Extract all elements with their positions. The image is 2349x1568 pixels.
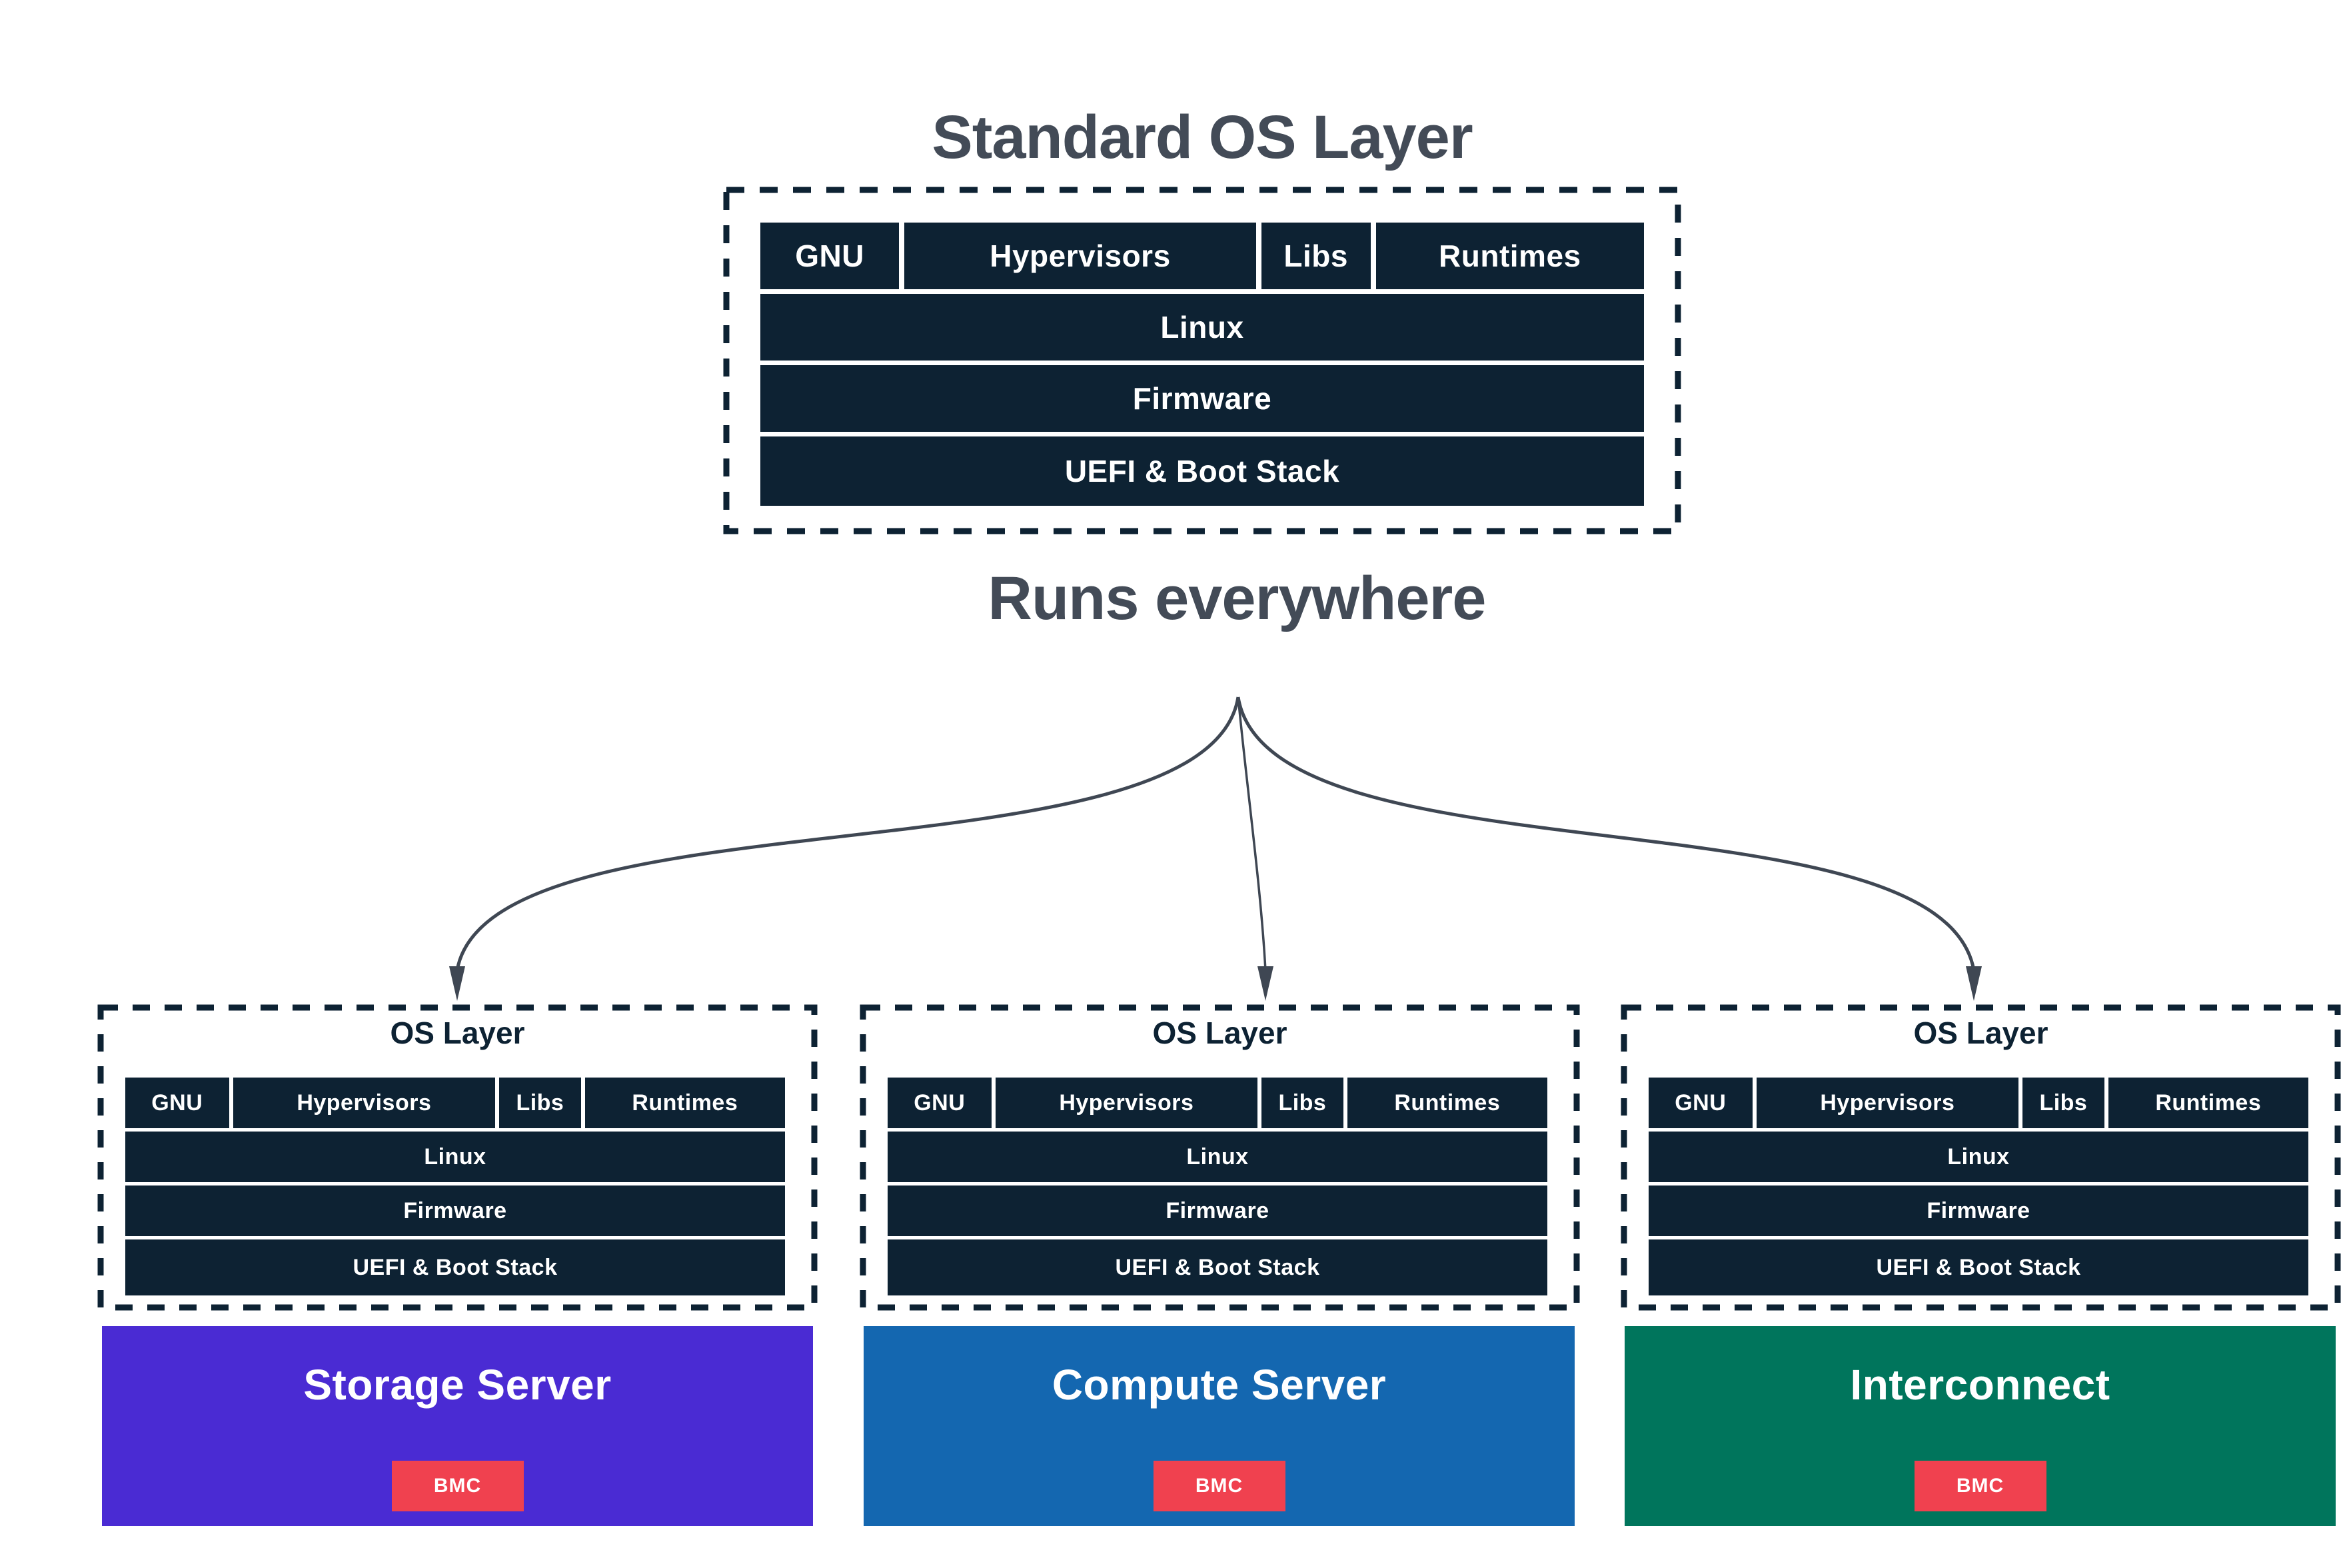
storage-server-box: Storage Server BMC [102,1326,813,1526]
compute-server-title: Compute Server [1052,1361,1387,1409]
os-stack-layer-linux: Linux [125,1132,785,1182]
os-stack-top-row: GNU Hypervisors Libs Runtimes [125,1078,785,1128]
arrow-to-interconnect-icon [1236,696,1976,971]
os-stack-cell-hypervisors: Hypervisors [995,1078,1258,1128]
os-stack-top-row: GNU Hypervisors Libs Runtimes [1649,1078,2308,1128]
os-stack-top-row: GNU Hypervisors Libs Runtimes [888,1078,1547,1128]
os-stack-layer-firmware: Firmware [888,1185,1547,1236]
os-stack-cell-gnu: GNU [1649,1078,1753,1128]
os-stack-layer-linux: Linux [760,294,1644,361]
standard-os-layer-title: Standard OS Layer [932,103,1473,171]
os-stack-interconnect: GNU Hypervisors Libs Runtimes Linux Firm… [1649,1078,2308,1295]
os-stack-layer-uefi: UEFI & Boot Stack [888,1239,1547,1295]
standard-os-layer-box: GNU Hypervisors Libs Runtimes Linux Firm… [723,187,1681,534]
os-stack-layer-uefi: UEFI & Boot Stack [1649,1239,2308,1295]
os-layer-title: OS Layer [390,1016,525,1050]
runs-everywhere-label: Runs everywhere [988,564,1487,632]
dashed-border [860,1004,1580,1311]
dashed-border [723,187,1681,534]
os-stack-cell-runtimes: Runtimes [1347,1078,1547,1128]
interconnect-box: Interconnect BMC [1625,1326,2336,1526]
os-stack-cell-gnu: GNU [888,1078,992,1128]
os-layer-title: OS Layer [1152,1016,1287,1050]
dashed-border [97,1004,818,1311]
os-stack-layer-uefi: UEFI & Boot Stack [760,436,1644,506]
os-layer-box-interconnect: OS Layer GNU Hypervisors Libs Runtimes L… [1621,1004,2341,1311]
arrowhead-left-icon [449,966,465,1001]
os-stack-cell-runtimes: Runtimes [2108,1078,2308,1128]
interconnect-title: Interconnect [1850,1361,2110,1409]
os-layer-box-compute: OS Layer GNU Hypervisors Libs Runtimes L… [860,1004,1580,1311]
os-stack-layer-firmware: Firmware [125,1185,785,1236]
os-stack-cell-libs: Libs [2022,1078,2104,1128]
os-stack-layer-uefi: UEFI & Boot Stack [125,1239,785,1295]
os-stack-cell-gnu: GNU [760,223,900,289]
arrow-to-compute-icon [1237,696,1267,971]
compute-server-box: Compute Server BMC [864,1326,1575,1526]
storage-server-title: Storage Server [303,1361,612,1409]
os-layer-title: OS Layer [1913,1016,2048,1050]
arrowhead-middle-icon [1257,966,1273,1001]
dashed-border [1621,1004,2341,1311]
arrowhead-right-icon [1966,966,1982,1001]
os-stack-layer-linux: Linux [888,1132,1547,1182]
arrow-to-storage-icon [455,696,1240,971]
os-stack-storage: GNU Hypervisors Libs Runtimes Linux Firm… [125,1078,785,1295]
os-stack-top-row: GNU Hypervisors Libs Runtimes [760,223,1644,289]
os-stack-cell-hypervisors: Hypervisors [904,223,1256,289]
os-stack-compute: GNU Hypervisors Libs Runtimes Linux Firm… [888,1078,1547,1295]
os-stack-cell-hypervisors: Hypervisors [233,1078,496,1128]
os-stack-cell-libs: Libs [1261,223,1371,289]
os-stack-cell-libs: Libs [499,1078,581,1128]
os-stack-large: GNU Hypervisors Libs Runtimes Linux Firm… [760,223,1644,506]
os-stack-cell-runtimes: Runtimes [1375,223,1644,289]
os-stack-layer-linux: Linux [1649,1132,2308,1182]
os-layer-box-storage: OS Layer GNU Hypervisors Libs Runtimes L… [97,1004,818,1311]
os-stack-layer-firmware: Firmware [1649,1185,2308,1236]
os-stack-cell-runtimes: Runtimes [584,1078,785,1128]
os-stack-cell-libs: Libs [1261,1078,1343,1128]
bmc-badge: BMC [1914,1461,2046,1511]
os-stack-cell-hypervisors: Hypervisors [1756,1078,2019,1128]
os-stack-layer-firmware: Firmware [760,365,1644,432]
os-stack-cell-gnu: GNU [125,1078,229,1128]
bmc-badge: BMC [1153,1461,1285,1511]
bmc-badge: BMC [391,1461,524,1511]
